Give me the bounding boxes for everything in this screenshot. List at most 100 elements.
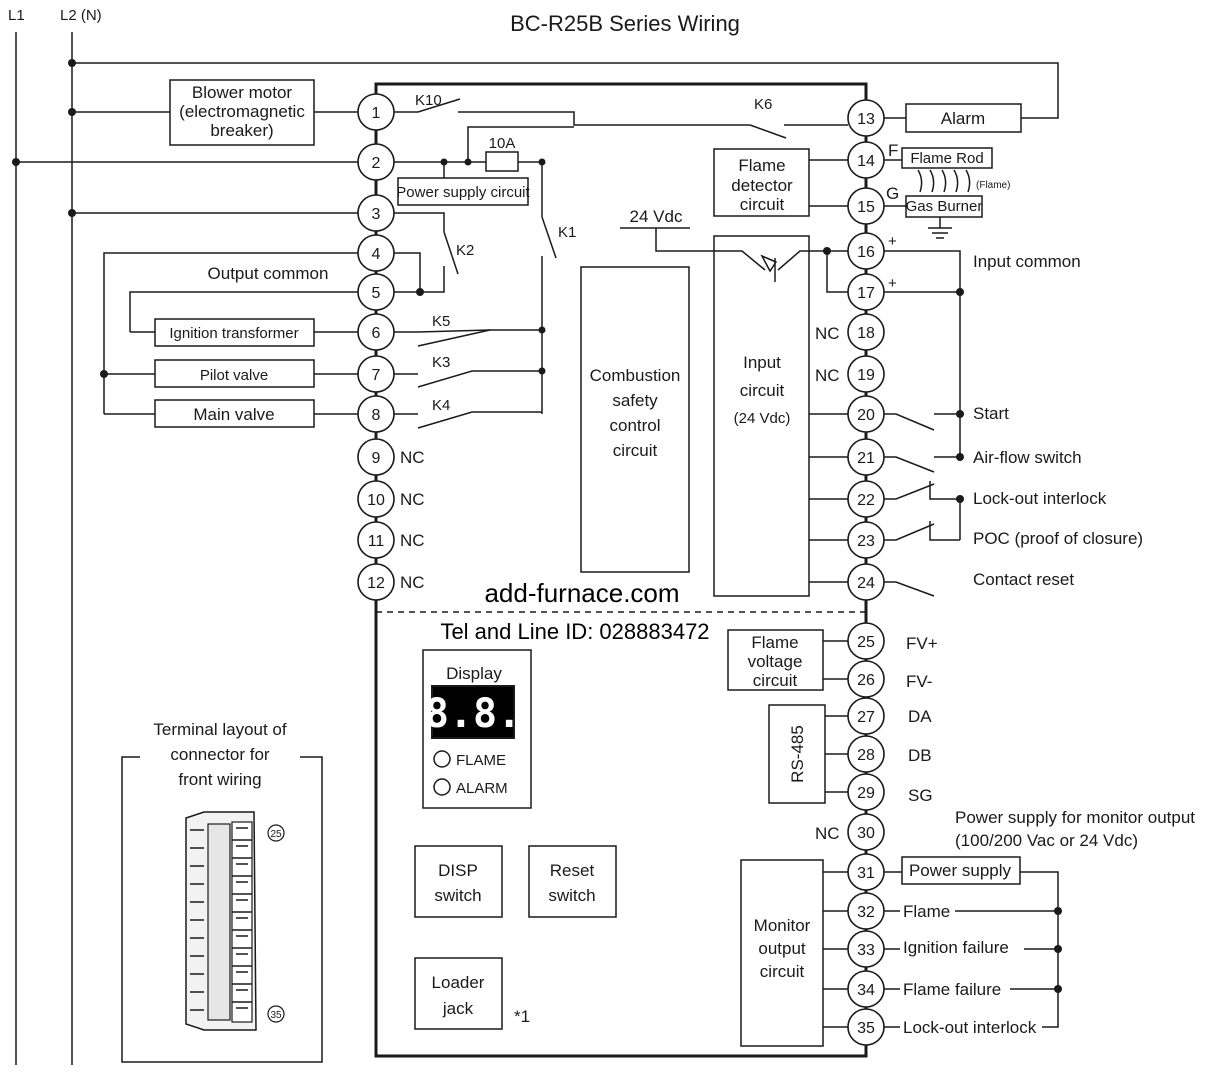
connector-title-2: connector for: [170, 745, 270, 764]
start-label: Start: [973, 404, 1009, 423]
terminal-4-label: 4: [372, 246, 381, 263]
blower-label-1: Blower motor: [192, 83, 292, 102]
start-switch: [884, 413, 935, 431]
terminal-8-label: 8: [372, 407, 381, 424]
terminal-33: [847, 930, 885, 968]
reset-switch-label-1: Reset: [550, 861, 595, 880]
loader-jack-label-2: jack: [442, 999, 474, 1018]
terminal-35: [847, 1008, 885, 1046]
disp-switch-label-2: switch: [434, 886, 481, 905]
rail-l2-label: L2 (N): [60, 7, 102, 24]
flame-led-indicator: [433, 750, 451, 768]
terminal-17-label: 17: [857, 285, 875, 302]
lockout-label: Lock-out interlock: [973, 489, 1107, 508]
lockout-interlock-label: Lock-out interlock: [903, 1018, 1037, 1037]
terminal-27: [847, 697, 885, 735]
terminal-27-label: 27: [857, 709, 875, 726]
poc-label: POC (proof of closure): [973, 529, 1143, 548]
junction-dot: [1054, 985, 1062, 993]
main-valve-common-wire: [103, 252, 358, 414]
terminal-8: [357, 395, 395, 433]
input-circuit-label-1: Input: [743, 353, 781, 372]
terminal-6: [357, 313, 395, 351]
terminal-34-label: 34: [857, 982, 875, 999]
terminal-10-label: 10: [367, 492, 385, 509]
watermark-contact: Tel and Line ID: 028883472: [440, 619, 709, 644]
sg-label: SG: [908, 786, 933, 805]
junction-dot: [68, 209, 76, 217]
flame-rod-label: Flame Rod: [910, 150, 983, 167]
disp-switch-box: [414, 845, 503, 918]
terminal-20: [847, 395, 885, 433]
lockout-nc-wire: [929, 481, 961, 540]
k6-label: K6: [754, 96, 772, 113]
k3-label: K3: [432, 354, 450, 371]
junction-dot: [956, 453, 964, 461]
pin-top-label: 25: [270, 829, 282, 840]
poc-nc-wire: [929, 521, 960, 541]
loader-jack-label-1: Loader: [432, 973, 485, 992]
fv-plus-label: FV+: [906, 634, 938, 653]
k2-label: K2: [456, 242, 474, 259]
power-supply-circuit-label: Power supply circuit: [396, 184, 530, 201]
ground-icon: [928, 217, 952, 239]
alarm-led-label: ALARM: [456, 780, 508, 797]
junction-dot: [1054, 945, 1062, 953]
rs485-label: RS-485: [788, 725, 807, 783]
combustion-label-4: circuit: [613, 441, 658, 460]
lockout-switch: [884, 483, 935, 500]
terminal-25-label: 25: [857, 634, 875, 651]
connector-frame: [121, 756, 323, 1063]
terminal-17: [847, 273, 885, 311]
t16-t17-link: [826, 251, 848, 293]
terminal-1-label: 1: [372, 105, 381, 122]
terminal-35-label: 35: [857, 1020, 875, 1037]
terminal-15: [847, 187, 885, 225]
terminal-16-label: 16: [857, 244, 875, 261]
junction-dot: [956, 410, 964, 418]
monitor-output-box: [740, 859, 824, 1047]
terminal-16: [847, 232, 885, 270]
terminal-21-label: 21: [857, 450, 875, 467]
blower-label-3: breaker): [210, 121, 273, 140]
main-valve-label: Main valve: [193, 405, 274, 424]
pin-25-marker: [267, 824, 285, 842]
output-common-label: Output common: [208, 264, 329, 283]
terminal-7-label: 7: [372, 367, 381, 384]
terminal-32-label: 32: [857, 904, 875, 921]
disp-switch-label-1: DISP: [438, 861, 478, 880]
terminal-31-label: 31: [857, 865, 875, 882]
k5-wire: [394, 329, 542, 333]
ignition-transformer-label: Ignition transformer: [169, 325, 298, 342]
terminal-13: [847, 99, 885, 137]
terminal-18: [847, 313, 885, 351]
terminal-23: [847, 521, 885, 559]
monitor-label-3: circuit: [760, 962, 805, 981]
reset-contact: [884, 581, 935, 597]
junction-dot: [1054, 907, 1062, 915]
flame-failure-label: Flame failure: [903, 980, 1001, 999]
flame-voltage-label-2: voltage: [748, 652, 803, 671]
terminal-2-label: 2: [372, 155, 381, 172]
junction-dot: [100, 370, 108, 378]
rail-l1-label: L1: [8, 7, 25, 24]
combustion-label-2: safety: [612, 391, 658, 410]
terminal-26-label: 26: [857, 672, 875, 689]
terminal-28-label: 28: [857, 747, 875, 764]
terminal-22-label: 22: [857, 492, 875, 509]
diagram-title: BC-R25B Series Wiring: [510, 11, 740, 36]
terminal-30: [847, 813, 885, 851]
junction-dot: [68, 59, 76, 67]
fuse-bypass-wire: [467, 126, 574, 162]
monitor-supply-label-1: Power supply for monitor output: [955, 808, 1195, 827]
flame-rod-box: [901, 147, 993, 169]
front-wiring-connector: [185, 811, 257, 1031]
t11-nc-label: NC: [400, 531, 425, 550]
terminal-11: [357, 521, 395, 559]
flame-led-label: FLAME: [456, 752, 506, 769]
t17-plus-label: +: [888, 275, 897, 292]
terminal-24-label: 24: [857, 575, 875, 592]
terminal-34: [847, 970, 885, 1008]
monitor-flame-label: Flame: [903, 902, 950, 921]
terminal-30-label: 30: [857, 825, 875, 842]
